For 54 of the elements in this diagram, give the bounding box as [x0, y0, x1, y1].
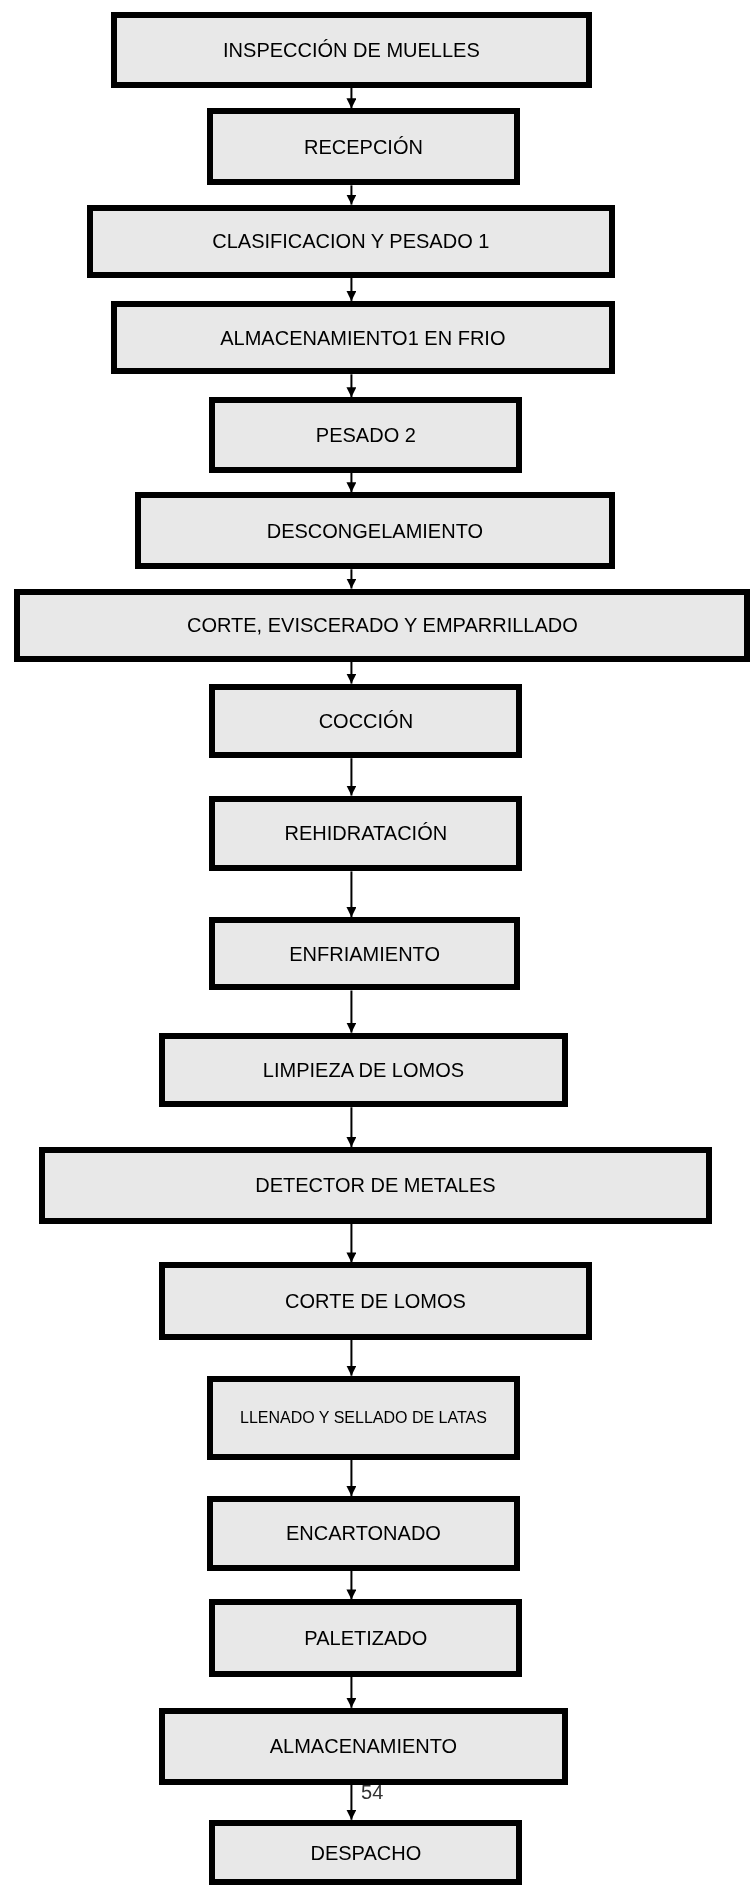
process-box — [158, 1262, 593, 1340]
arrow — [346, 277, 357, 302]
process-box — [38, 1146, 713, 1224]
arrow — [346, 989, 357, 1034]
step-label: DESPACHO — [310, 1840, 422, 1865]
step-label: LIMPIEZA DE LOMOS — [262, 1057, 465, 1082]
step-label: INSPECCIÓN DE MUELLES — [223, 37, 480, 62]
arrow — [346, 1675, 357, 1709]
process-box — [110, 300, 615, 375]
arrow — [346, 1106, 357, 1148]
arrow — [346, 373, 357, 399]
process-box — [209, 683, 523, 759]
process-box — [134, 492, 615, 570]
process-box — [158, 1032, 569, 1108]
process-box — [14, 588, 751, 662]
step-label: DESCONGELAMIENTO — [266, 518, 484, 543]
process-box — [209, 1819, 523, 1886]
step-label: CORTE, EVISCERADO Y EMPARRILLADO — [187, 613, 578, 638]
step-label: PESADO 2 — [315, 423, 416, 448]
step-label: ENCARTONADO — [286, 1521, 441, 1546]
process-box — [209, 1599, 523, 1677]
step-label: ALMACENAMIENTO — [269, 1734, 458, 1759]
step-label: DETECTOR DE METALES — [255, 1173, 496, 1198]
page-number: 54 — [361, 1781, 384, 1805]
step-label: CORTE DE LOMOS — [285, 1289, 466, 1313]
arrow — [346, 472, 357, 494]
step-label: LLENADO Y SELLADO DE LATAS — [240, 1408, 487, 1428]
arrow — [346, 568, 357, 590]
step-label: PALETIZADO — [304, 1626, 428, 1650]
arrow — [346, 870, 357, 919]
process-box — [207, 1495, 520, 1571]
process-box — [209, 795, 523, 872]
process-box — [209, 917, 520, 991]
arrow — [346, 757, 357, 797]
step-label: REHIDRATACIÓN — [284, 821, 448, 846]
process-box — [207, 1375, 520, 1460]
arrow — [346, 1338, 357, 1377]
process-box — [207, 108, 520, 186]
step-label: RECEPCIÓN — [304, 134, 423, 159]
arrow — [346, 1783, 357, 1821]
process-box — [158, 1707, 569, 1785]
process-box — [209, 397, 523, 473]
step-label: ENFRIAMIENTO — [289, 941, 441, 966]
arrow — [346, 1569, 357, 1601]
step-label: COCCIÓN — [318, 708, 414, 733]
arrow — [346, 86, 357, 110]
arrow — [346, 184, 357, 206]
arrow — [346, 1458, 357, 1497]
step-label: CLASIFICACION Y PESADO 1 — [212, 229, 490, 254]
arrow — [346, 660, 357, 685]
arrow — [346, 1223, 357, 1264]
process-box — [86, 204, 615, 278]
step-label: ALMACENAMIENTO1 EN FRIO — [220, 325, 506, 350]
process-box — [110, 12, 593, 88]
